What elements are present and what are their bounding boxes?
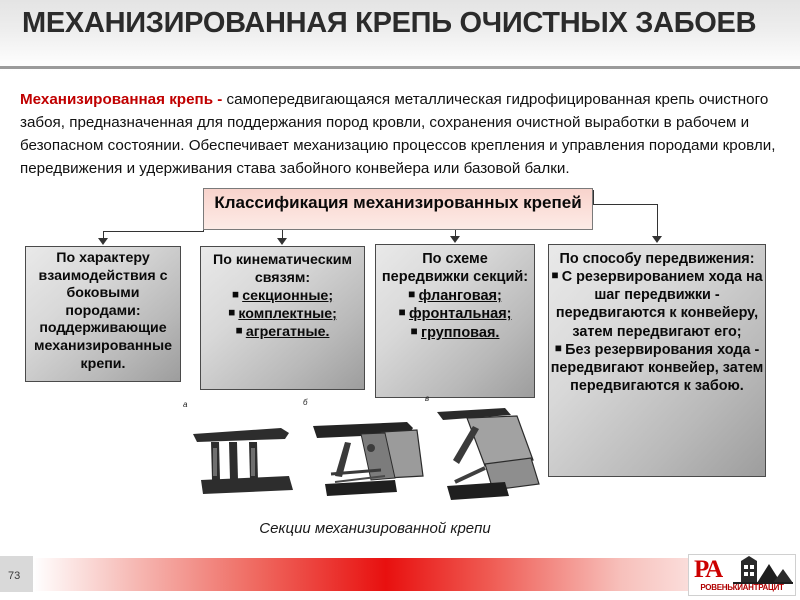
category-4-item: ■ Без резервирования хода - передвигают … <box>550 341 764 395</box>
connector-arm-2 <box>282 225 283 239</box>
company-logo <box>688 554 796 596</box>
category-box-movement-method[interactable] <box>548 244 766 477</box>
figure-part-label-a: а <box>183 400 188 409</box>
category-3-item: ■ фронтальная; <box>377 305 533 323</box>
bullet-icon: ■ <box>554 340 566 355</box>
connector-arm-3 <box>455 225 456 237</box>
bullet-icon: ■ <box>410 323 422 338</box>
category-box-2-content: По кинематическим связям: ■ секционные; … <box>202 252 363 341</box>
category-1-item: поддерживающие механизированные крепи. <box>34 320 172 372</box>
category-2-item: ■ агрегатные. <box>202 324 363 342</box>
bullet-icon: ■ <box>551 268 562 283</box>
connector-arm-4 <box>657 204 658 237</box>
category-3-heading: По схеме передвижки секций: <box>381 251 529 286</box>
category-4-items: ■ С резервированием хода на шаг передвиж… <box>550 268 764 395</box>
logo-wordmark: РА <box>694 556 723 583</box>
connector-trunk-right <box>593 190 594 204</box>
page-title: МЕХАНИЗИРОВАННАЯ КРЕПЬ ОЧИСТНЫХ ЗАБОЕВ <box>22 7 757 39</box>
arrow-to-box-1 <box>98 238 108 245</box>
page-number: 73 <box>8 570 21 582</box>
definition-paragraph: Механизированная крепь - самопередвигающ… <box>20 88 780 180</box>
category-1-items: поддерживающие механизированные крепи. <box>27 320 179 373</box>
support-sections-illustration <box>193 408 540 500</box>
arrow-to-box-2 <box>277 238 287 245</box>
figure-part-label-v: в <box>425 394 430 403</box>
bullet-icon: ■ <box>235 323 246 337</box>
arrow-to-box-4 <box>652 236 662 243</box>
category-4-item-label: Без резервирования хода - передвигают ко… <box>550 341 764 394</box>
category-3-item: ■ фланговая; <box>377 287 533 305</box>
connector-arm-1 <box>103 231 104 239</box>
category-2-item-label: секционные; <box>242 287 334 304</box>
bullet-icon: ■ <box>398 305 409 320</box>
definition-body: самопередвигающаяся металлическая гидроф… <box>20 91 776 178</box>
category-4-heading: По способу передвижения: <box>559 251 755 267</box>
category-4-item-label: С резервированием хода на шаг передвижки… <box>555 269 763 340</box>
category-box-kinematic-links[interactable] <box>200 246 365 390</box>
bullet-icon: ■ <box>408 286 419 301</box>
category-2-item: ■ комплектные; <box>202 306 363 324</box>
category-3-items: ■ фланговая; ■ фронтальная; ■ групповая. <box>377 287 533 342</box>
classification-title: Классификация механизированных крепей <box>214 193 582 212</box>
connector-trunk-right-bottom <box>593 204 657 205</box>
category-1-heading: По характеру взаимодействия с боковыми п… <box>38 250 168 319</box>
category-2-heading: По кинематическим связям: <box>213 252 352 286</box>
arrow-to-box-3 <box>450 236 460 243</box>
category-3-item-label: фланговая; <box>418 287 502 304</box>
category-box-shift-scheme[interactable] <box>375 244 535 398</box>
category-box-3-content: По схеме передвижки секций: ■ фланговая;… <box>377 250 533 342</box>
category-box-4-content: По способу передвижения: ■ С резервирова… <box>550 250 764 395</box>
category-3-item-label: групповая. <box>421 324 500 341</box>
definition-term: Механизированная крепь - <box>20 91 227 108</box>
bullet-icon: ■ <box>231 287 243 301</box>
category-3-item: ■ групповая. <box>377 324 533 342</box>
slide-header <box>0 0 800 72</box>
page-number-backdrop <box>0 556 33 592</box>
category-3-item-label: фронтальная; <box>408 306 512 323</box>
category-4-item: ■ С резервированием хода на шаг передвиж… <box>550 268 764 341</box>
logo-company-name: РОВЕНЬКИАНТРАЦИТ <box>700 583 784 592</box>
connector-trunk-left-bottom <box>103 231 204 232</box>
figure-part-label-b: б <box>303 398 308 407</box>
category-2-items: ■ секционные; ■ комплектные; ■ агрегатны… <box>202 288 363 342</box>
figure-caption: Секции механизированной крепи <box>259 520 491 537</box>
category-box-interaction-character[interactable] <box>25 246 181 382</box>
footer-accent-bar <box>33 558 768 591</box>
category-2-item-label: агрегатные. <box>245 323 330 340</box>
logo-headframe-icon <box>733 556 793 584</box>
category-2-item: ■ секционные; <box>202 288 363 306</box>
header-divider <box>0 66 800 69</box>
category-2-item-label: комплектные; <box>238 305 337 322</box>
classification-banner <box>203 188 593 230</box>
bullet-icon: ■ <box>228 305 239 319</box>
category-box-1-content: По характеру взаимодействия с боковыми п… <box>27 250 179 373</box>
support-sections-photo: а б в <box>183 394 565 513</box>
